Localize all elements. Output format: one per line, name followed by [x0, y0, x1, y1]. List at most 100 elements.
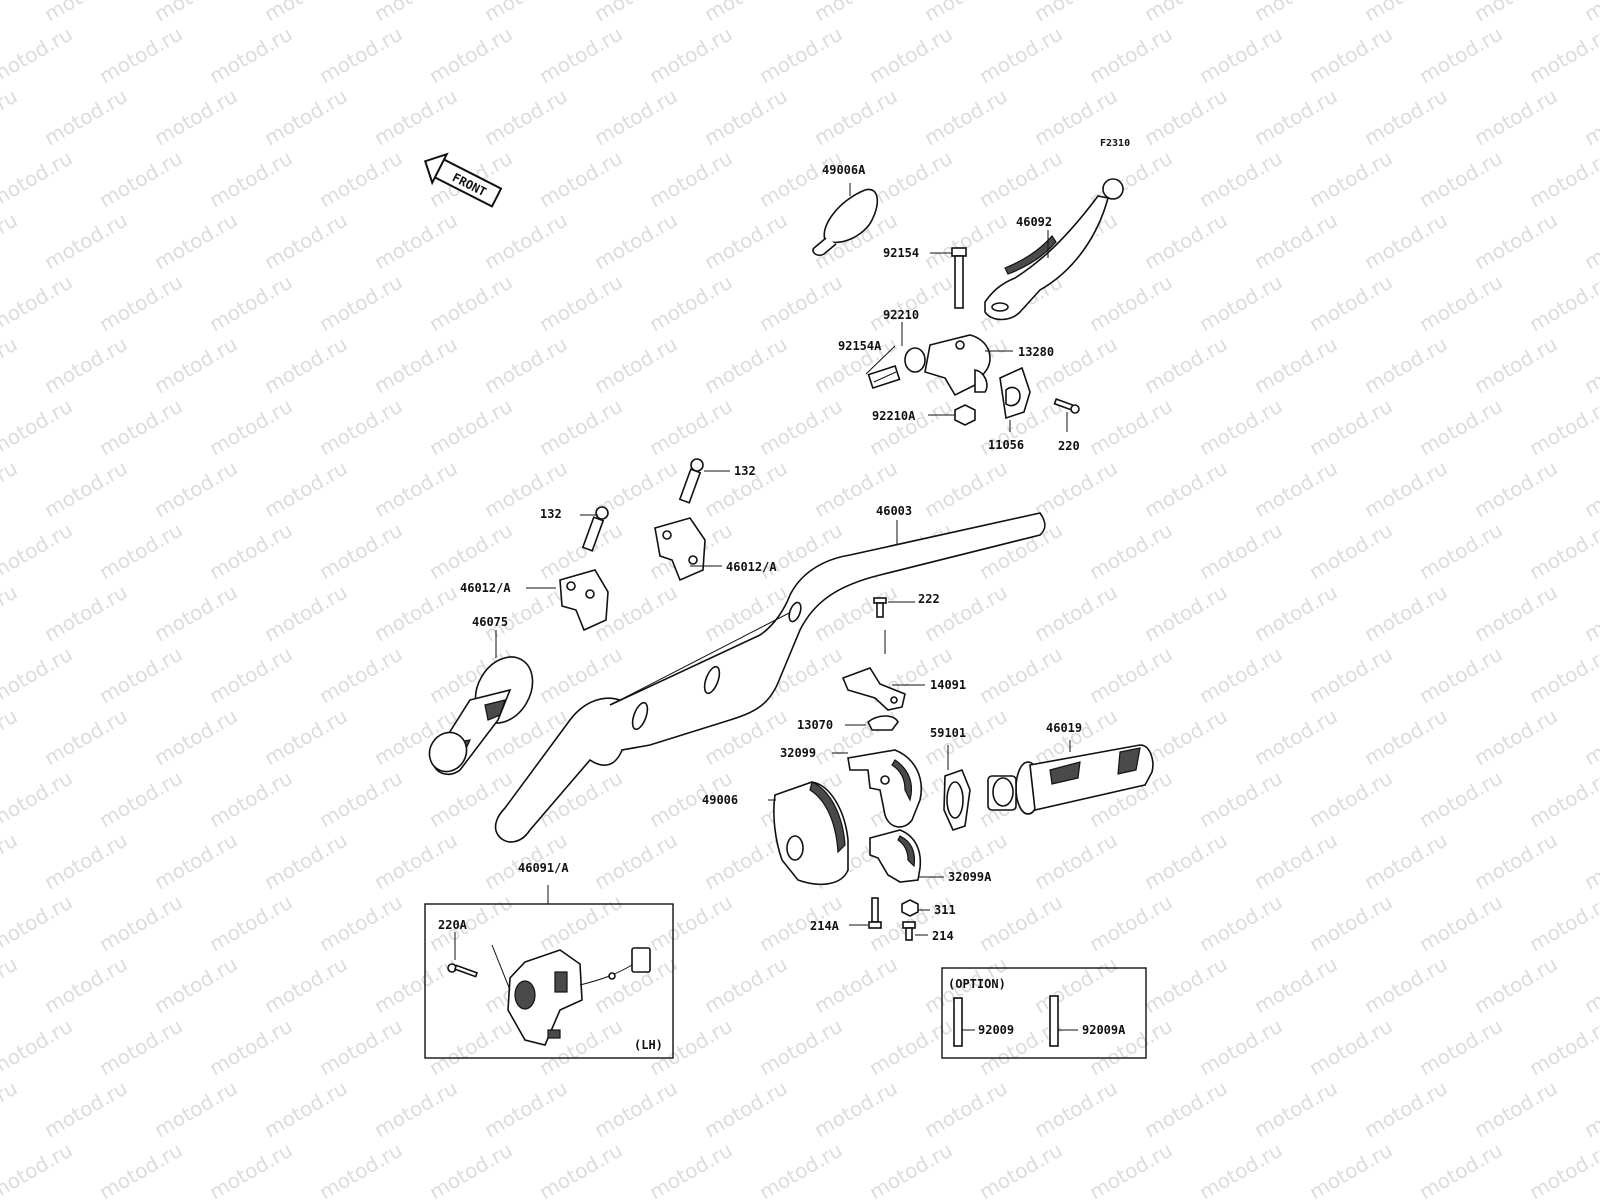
watermark-text: motod.ru: [0, 270, 76, 337]
watermark-text: motod.ru: [1470, 580, 1561, 647]
watermark-text: motod.ru: [370, 952, 461, 1019]
watermark-text: motod.ru: [1470, 208, 1561, 275]
watermark-text: motod.ru: [205, 890, 296, 957]
watermark-text: motod.ru: [1140, 1076, 1231, 1143]
watermark-text: motod.ru: [370, 1076, 461, 1143]
bolt-92009-shape: [953, 997, 963, 1047]
watermark-text: motod.ru: [590, 208, 681, 275]
watermark-text: motod.ru: [1470, 704, 1561, 771]
label-214A: 214A: [810, 919, 840, 933]
label-46019: 46019: [1046, 721, 1082, 735]
watermark-text: motod.ru: [150, 952, 241, 1019]
watermark-text: motod.ru: [0, 1076, 21, 1143]
watermark-text: motod.ru: [1030, 952, 1121, 1019]
label-220: 220: [1058, 439, 1080, 453]
watermark-text: motod.ru: [425, 394, 516, 461]
watermark-text: motod.ru: [1250, 0, 1341, 26]
watermark-text: motod.ru: [700, 84, 791, 151]
label-32099A: 32099A: [948, 870, 992, 884]
watermark-text: motod.ru: [920, 456, 1011, 523]
watermark-text: motod.ru: [1305, 1138, 1396, 1200]
watermark-text: motod.ru: [0, 456, 21, 523]
part-labels: 49006A 46092 92154 92210 92154A 13280 92…: [438, 163, 1126, 1037]
watermark-text: motod.ru: [1470, 332, 1561, 399]
watermark-text: motod.ru: [205, 642, 296, 709]
option-box: [941, 967, 1147, 1059]
bolt-132-lower-shape: [581, 506, 609, 552]
cable-guide-shape: [866, 715, 899, 731]
label-92009A: 92009A: [1082, 1023, 1126, 1037]
watermark-text: motod.ru: [1415, 642, 1506, 709]
watermark-text: motod.ru: [535, 22, 626, 89]
watermark-text: motod.ru: [1415, 1014, 1506, 1081]
watermark-text: motod.ru: [1140, 332, 1231, 399]
leader-lines: [454, 183, 1078, 1031]
watermark-text: motod.ru: [1525, 642, 1600, 709]
label-220A: 220A: [438, 918, 468, 932]
watermark-text: motod.ru: [370, 0, 461, 26]
watermark-text: motod.ru: [1470, 828, 1561, 895]
watermark-text: motod.ru: [150, 0, 241, 26]
watermark-text: motod.ru: [1580, 0, 1600, 26]
screw-222-shape: [873, 597, 887, 618]
watermark-text: motod.ru: [315, 890, 406, 957]
bolt-92154-shape: [951, 247, 967, 309]
watermark-text: motod.ru: [1415, 890, 1506, 957]
left-grip-shape: [428, 656, 534, 776]
watermark-text: motod.ru: [370, 84, 461, 151]
watermark-text: motod.ru: [865, 394, 956, 461]
watermark-text: motod.ru: [1470, 952, 1561, 1019]
watermark-text: motod.ru: [40, 1076, 131, 1143]
watermark-text: motod.ru: [1140, 84, 1231, 151]
handlebar-shape: [494, 512, 1046, 843]
handlebar-clamp-upper-shape: [654, 517, 706, 582]
watermark-text: motod.ru: [205, 394, 296, 461]
watermark-text: motod.ru: [1525, 146, 1600, 213]
watermark-text: motod.ru: [95, 518, 186, 585]
watermark-text: motod.ru: [1195, 146, 1286, 213]
watermark-text: motod.ru: [1525, 1014, 1600, 1081]
watermark-text: motod.ru: [975, 642, 1066, 709]
watermark-text: motod.ru: [1250, 580, 1341, 647]
watermark-text: motod.ru: [150, 456, 241, 523]
label-32099: 32099: [780, 746, 816, 760]
watermark-text: motod.ru: [0, 1138, 76, 1200]
watermark-text: motod.ru: [315, 642, 406, 709]
watermark-text: motod.ru: [1580, 1076, 1600, 1143]
watermark-text: motod.ru: [370, 456, 461, 523]
watermark-text: motod.ru: [150, 208, 241, 275]
watermark-text: motod.ru: [40, 84, 131, 151]
watermark-text: motod.ru: [865, 1014, 956, 1081]
watermark-text: motod.ru: [1085, 270, 1176, 337]
watermark-text: motod.ru: [1085, 890, 1176, 957]
watermark-text: motod.ru: [260, 0, 351, 26]
watermark-text: motod.ru: [1140, 456, 1231, 523]
watermark-text: motod.ru: [150, 580, 241, 647]
screw-220-shape: [1053, 398, 1080, 414]
watermark-text: motod.ru: [865, 146, 956, 213]
watermark-text: motod.ru: [1580, 580, 1600, 647]
watermark-text: motod.ru: [810, 952, 901, 1019]
label-46091A: 46091/A: [518, 861, 569, 875]
throttle-housing-lower-shape: [869, 829, 922, 883]
watermark-text: motod.ru: [1470, 0, 1561, 26]
watermark-text: motod.ru: [865, 270, 956, 337]
watermark-text: motod.ru: [480, 84, 571, 151]
watermark-text: motod.ru: [1030, 332, 1121, 399]
watermark-text: motod.ru: [645, 890, 736, 957]
watermark-text: motod.ru: [370, 332, 461, 399]
watermark-text: motod.ru: [0, 22, 76, 89]
watermark-text: motod.ru: [755, 146, 846, 213]
watermark-text: motod.ru: [975, 1138, 1066, 1200]
watermark-text: motod.ru: [1140, 828, 1231, 895]
watermark-text: motod.ru: [425, 518, 516, 585]
watermark-text: motod.ru: [95, 642, 186, 709]
watermark-text: motod.ru: [535, 890, 626, 957]
watermark-text: motod.ru: [975, 890, 1066, 957]
watermark-text: motod.ru: [1360, 952, 1451, 1019]
watermark-text: motod.ru: [1470, 456, 1561, 523]
clamp-11056-shape: [999, 366, 1031, 420]
watermark-text: motod.ru: [590, 0, 681, 26]
watermark-text: motod.ru: [150, 1076, 241, 1143]
watermark-text: motod.ru: [1195, 1014, 1286, 1081]
